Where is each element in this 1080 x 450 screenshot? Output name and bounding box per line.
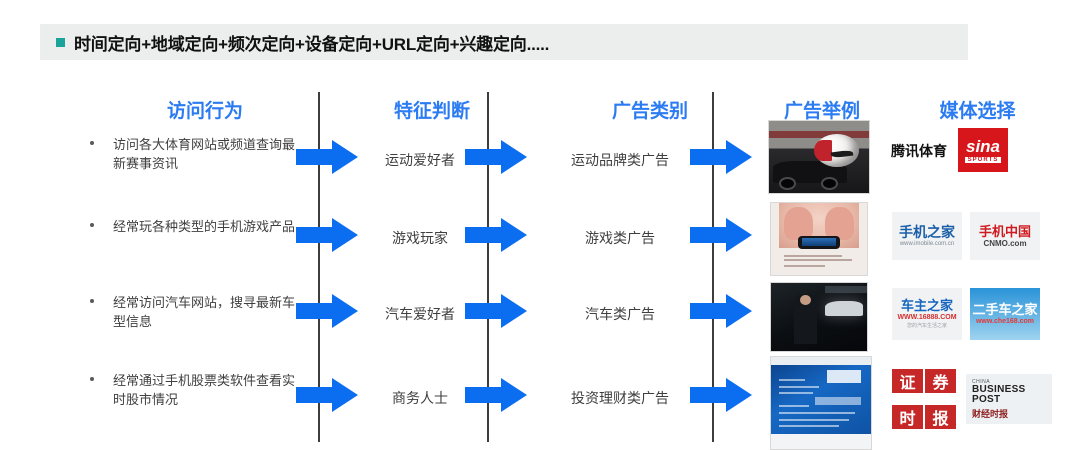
divider-line-3 (712, 92, 714, 442)
flow-arrow-row-1-a (296, 140, 358, 174)
flow-arrow-row-2-b (465, 218, 527, 252)
flow-arrow-row-2-a (296, 218, 358, 252)
column-header-ad-example: 广告举例 (783, 101, 860, 122)
ad-example-image-row-2 (770, 202, 868, 276)
list-bullet-row-3 (90, 299, 94, 303)
feature-text-row-4: 商务人士 (392, 390, 448, 406)
sina-wordmark: sina (965, 136, 1001, 156)
zqsb-char-1: 证 (892, 369, 923, 393)
behavior-text-row-3: 经常访问汽车网站，搜寻最新车型信息 (113, 295, 296, 329)
behavior-text-row-4: 经常通过手机股票类软件查看实时股市情况 (113, 373, 296, 407)
media-logo-tencent-sports: 腾讯体育 (891, 143, 947, 159)
flow-arrow-row-3-b (465, 294, 527, 328)
list-bullet-row-2 (90, 223, 94, 227)
flow-arrow-row-1-b (465, 140, 527, 174)
flow-arrow-row-4-a (296, 378, 358, 412)
flow-arrow-row-3-c (690, 294, 752, 328)
chezhu-tagline: 您的汽车生活之家 (906, 323, 947, 329)
media-logo-sina-sports: sina SPORTS (958, 128, 1008, 172)
chezhu-wordmark: 车主之家 (900, 298, 953, 313)
media-logo-imobile: 手机之家 www.imobile.com.cn (892, 212, 962, 260)
divider-line-1 (318, 92, 320, 442)
media-logo-cnmo: 手机中国 CNMO.com (970, 212, 1040, 260)
flow-arrow-row-4-c (690, 378, 752, 412)
media-logo-securities-times: 证 券 时 报 (892, 364, 956, 434)
column-header-ad-category: 广告类别 (611, 101, 688, 122)
feature-text-row-2: 游戏玩家 (392, 230, 448, 246)
behavior-text-row-2: 经常玩各种类型的手机游戏产品 (113, 219, 296, 234)
media-logo-china-business-post: CHINA BUSINESS POST 财经时报 (966, 374, 1052, 424)
flow-arrow-row-3-a (296, 294, 358, 328)
media-logo-chezhu: 车主之家 WWW.16888.COM 您的汽车生活之家 (892, 288, 962, 340)
imobile-url: www.imobile.com.cn (899, 241, 955, 247)
ad-example-image-row-1 (768, 120, 870, 194)
che168-url: www.che168.com (975, 318, 1035, 325)
header-bar: 时间定向+地域定向+频次定向+设备定向+URL定向+兴趣定向..... (40, 24, 968, 60)
sina-sub-wordmark: SPORTS (964, 156, 1002, 163)
header-bullet-icon (56, 37, 65, 47)
list-bullet-row-4 (90, 377, 94, 381)
flow-arrow-row-1-c (690, 140, 752, 174)
ad-category-text-row-2: 游戏类广告 (585, 230, 655, 246)
feature-text-row-1: 运动爱好者 (385, 152, 455, 168)
ad-example-image-row-4 (770, 356, 872, 450)
cbp-line-2: BUSINESS (972, 383, 1026, 395)
column-header-behavior: 访问行为 (166, 101, 243, 122)
che168-wordmark: 二手车之家 (972, 302, 1038, 317)
flow-arrow-row-4-b (465, 378, 527, 412)
ad-category-text-row-3: 汽车类广告 (585, 306, 655, 322)
imobile-wordmark: 手机之家 (899, 224, 955, 240)
flow-arrow-row-2-c (690, 218, 752, 252)
zqsb-char-4: 报 (925, 405, 956, 429)
zqsb-char-2: 券 (925, 369, 956, 393)
chezhu-url: WWW.16888.COM (897, 314, 957, 321)
page-title: 时间定向+地域定向+频次定向+设备定向+URL定向+兴趣定向..... (74, 34, 550, 54)
cbp-line-3: POST (972, 394, 1001, 405)
column-header-media: 媒体选择 (939, 101, 1016, 122)
ad-example-image-row-3 (770, 282, 868, 352)
cnmo-wordmark: 手机中国 (978, 223, 1031, 239)
cbp-line-1: CHINA (972, 378, 991, 385)
media-logo-che168: 二手车之家 www.che168.com (970, 288, 1040, 340)
ad-category-text-row-1: 运动品牌类广告 (571, 152, 669, 168)
cnmo-url: CNMO.com (983, 238, 1027, 248)
divider-line-2 (487, 92, 489, 442)
ad-category-text-row-4: 投资理财类广告 (571, 390, 669, 406)
column-header-feature: 特征判断 (393, 101, 470, 122)
cbp-chinese-name: 财经时报 (972, 408, 1009, 419)
zqsb-char-3: 时 (892, 405, 923, 429)
list-bullet-row-1 (90, 141, 94, 145)
behavior-text-row-1: 访问各大体育网站或频道查询最新赛事资讯 (113, 137, 296, 171)
feature-text-row-3: 汽车爱好者 (385, 306, 455, 322)
